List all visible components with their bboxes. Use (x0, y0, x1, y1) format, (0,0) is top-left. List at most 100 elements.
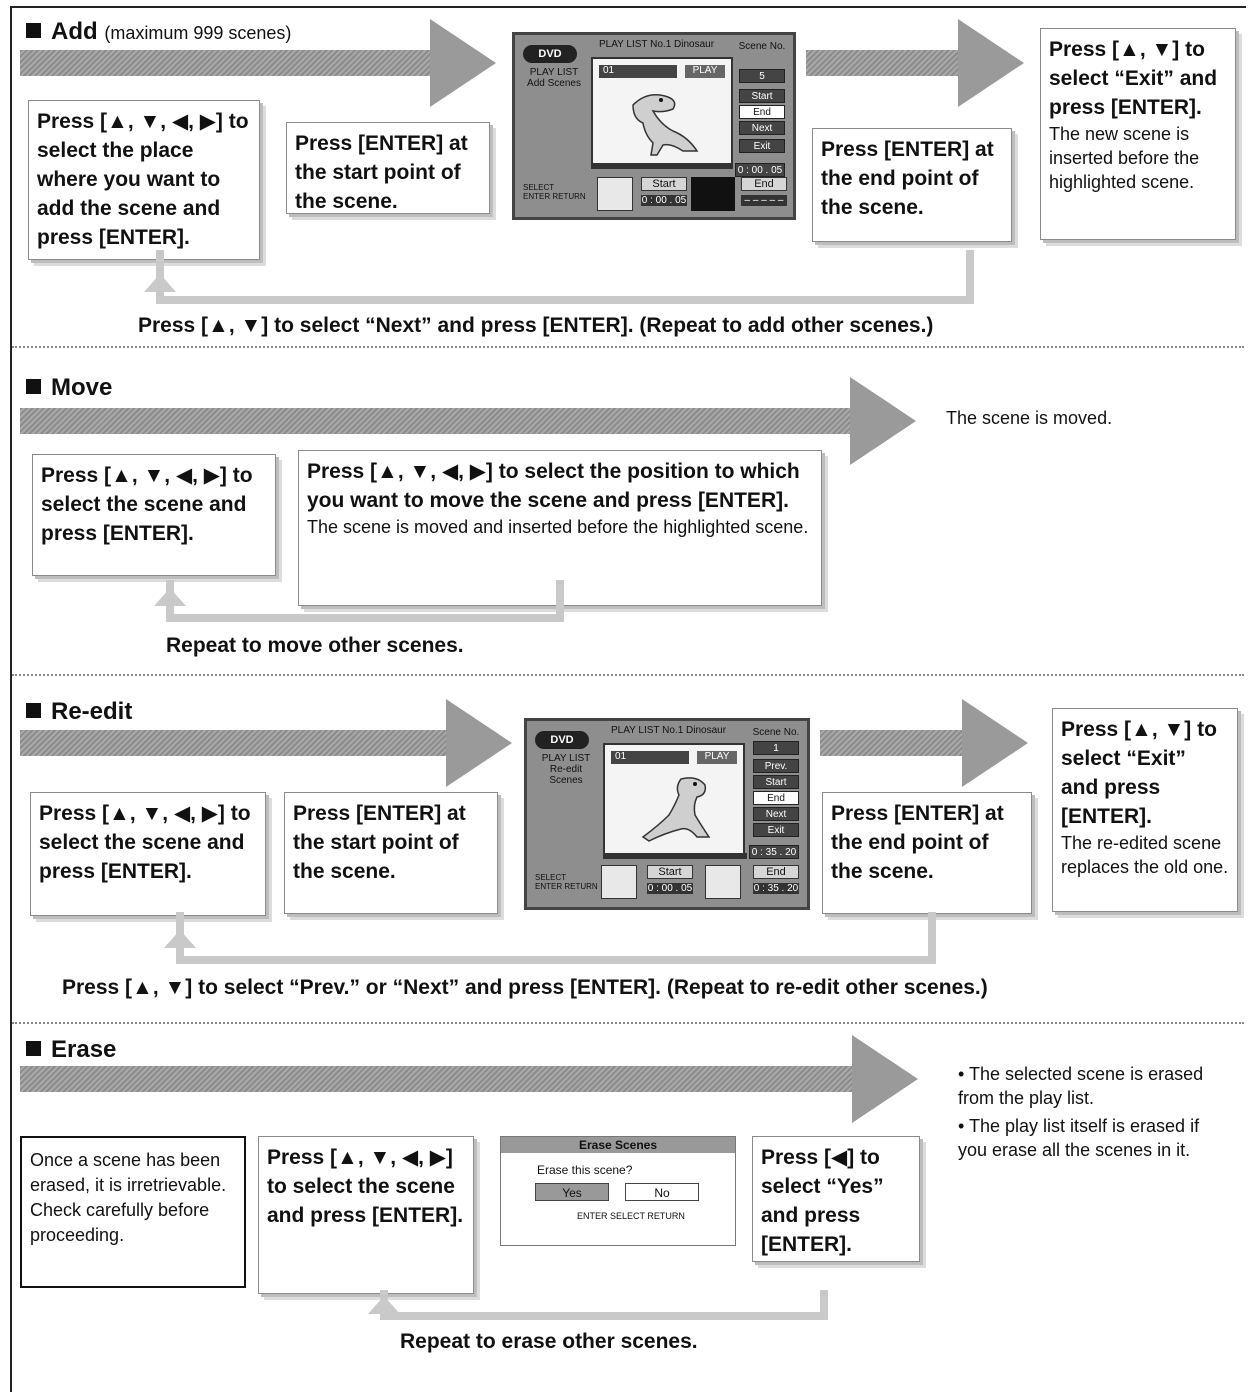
dialog-question: Erase this scene? (537, 1163, 633, 1177)
move-title-text: Move (51, 374, 113, 401)
add-step-select-place: Press [▲, ▼, ◀, ▶] to select the place w… (28, 100, 260, 260)
erase-step-select-scene: Press [▲, ▼, ◀, ▶] to select the scene a… (258, 1136, 474, 1294)
erase-result-2: • The play list itself is erased if you … (958, 1116, 1200, 1160)
start-time: 0 : 00 . 05 (647, 883, 693, 894)
move-result-text: The scene is moved. (946, 408, 1113, 428)
next-button[interactable]: Next (753, 807, 799, 821)
erase-step-select-yes: Press [◀] to select “Yes” and press [ENT… (752, 1136, 920, 1262)
erase-scenes-dialog: Erase Scenes Erase this scene? Yes No EN… (500, 1136, 736, 1246)
square-bullet-icon (26, 23, 41, 38)
erase-result-1: • The selected scene is erased from the … (958, 1064, 1204, 1108)
screen-preview: 01 PLAY (603, 743, 745, 855)
move-section-title: Move (26, 374, 112, 402)
flow-arrow-head-icon (850, 377, 916, 465)
add-step-start-point: Press [ENTER] at the start point of the … (286, 122, 490, 214)
dvd-logo: DVD (523, 45, 577, 63)
play-status: PLAY (685, 65, 725, 78)
start-time: 0 : 00 . 05 (641, 195, 687, 206)
end-button[interactable]: End (739, 105, 785, 119)
flow-band (806, 50, 962, 76)
add-step3-text: Press [ENTER] at the end point of the sc… (821, 138, 994, 219)
erase-title-text: Erase (51, 1036, 117, 1063)
yes-button[interactable]: Yes (535, 1183, 609, 1201)
reedit-step4-note: The re-edited scene replaces the old one… (1061, 833, 1229, 877)
add-section-title: Add (maximum 999 scenes) (26, 18, 291, 46)
end-thumbnail (691, 177, 735, 211)
start-button[interactable]: Start (739, 89, 785, 103)
add-step-exit: Press [▲, ▼] to select “Exit” and press … (1040, 28, 1236, 240)
end-thumbnail (705, 865, 741, 899)
scene-no-value: 5 (739, 69, 785, 83)
reedit-step-start-point: Press [ENTER] at the start point of the … (284, 792, 498, 914)
move-step-select-scene: Press [▲, ▼, ◀, ▶] to select the scene a… (32, 454, 276, 576)
next-button[interactable]: Next (739, 121, 785, 135)
current-time: 0 : 00 . 05 (735, 163, 785, 177)
section-divider (12, 1022, 1244, 1024)
exit-button[interactable]: Exit (753, 823, 799, 837)
up-arrow-icon (144, 274, 176, 292)
start-label: Start (647, 865, 693, 879)
add-step1-text: Press [▲, ▼, ◀, ▶] to select the place w… (37, 110, 249, 249)
move-repeat-caption: Repeat to move other scenes. (166, 634, 464, 657)
square-bullet-icon (26, 703, 41, 718)
end-time: 0 : 35 . 20 (753, 883, 799, 894)
scene-no-value: 1 (753, 741, 799, 755)
scene-number: 01 (611, 751, 689, 764)
start-button[interactable]: Start (753, 775, 799, 789)
current-time: 0 : 35 . 20 (749, 845, 799, 859)
reedit-scenes-screen: PLAY LIST No.1 Dinosaur DVD PLAY LIST Re… (524, 718, 810, 910)
up-arrow-icon (164, 930, 196, 948)
screen-mode-label: PLAY LIST Add Scenes (527, 67, 581, 89)
start-thumbnail (597, 177, 633, 211)
add-step-end-point: Press [ENTER] at the end point of the sc… (812, 128, 1012, 242)
section-divider (12, 674, 1244, 676)
exit-button[interactable]: Exit (739, 139, 785, 153)
end-label: End (753, 865, 799, 879)
end-label: End (741, 177, 787, 191)
reedit-step-exit: Press [▲, ▼] to select “Exit” and press … (1052, 708, 1238, 912)
reedit-section-title: Re-edit (26, 698, 132, 726)
flow-arrow-head-icon (446, 699, 512, 787)
dialog-title: Erase Scenes (501, 1137, 735, 1153)
flow-arrow-head-icon (962, 699, 1028, 787)
scene-no-label: Scene No. (752, 727, 800, 738)
flow-band (20, 1066, 858, 1092)
dinosaur-image (641, 777, 711, 842)
screen-mode-label: PLAY LIST Re-edit Scenes (541, 753, 591, 786)
reedit-step4-text: Press [▲, ▼] to select “Exit” and press … (1061, 718, 1217, 828)
reedit-step-end-point: Press [ENTER] at the end point of the sc… (822, 792, 1032, 914)
reedit-step2-text: Press [ENTER] at the start point of the … (293, 802, 466, 883)
up-arrow-icon (368, 1296, 400, 1314)
screen-header: PLAY LIST No.1 Dinosaur (599, 39, 715, 50)
erase-repeat-caption: Repeat to erase other scenes. (400, 1330, 698, 1353)
screen-preview: 01 PLAY (591, 57, 733, 169)
erase-warning-box: Once a scene has been erased, it is irre… (20, 1136, 246, 1288)
timeline-bar[interactable] (591, 163, 731, 169)
end-button[interactable]: End (753, 791, 799, 805)
move-step2-note: The scene is moved and inserted before t… (307, 517, 809, 537)
erase-step1-text: Press [▲, ▼, ◀, ▶] to select the scene a… (267, 1146, 464, 1227)
square-bullet-icon (26, 1041, 41, 1056)
timeline-bar[interactable] (603, 853, 747, 859)
screen-header: PLAY LIST No.1 Dinosaur (611, 725, 727, 736)
flow-arrow-head-icon (958, 19, 1024, 107)
add-scenes-screen: PLAY LIST No.1 Dinosaur DVD PLAY LIST Ad… (512, 32, 796, 220)
reedit-step1-text: Press [▲, ▼, ◀, ▶] to select the scene a… (39, 802, 251, 883)
dvd-logo: DVD (535, 731, 589, 749)
flow-arrow-head-icon (852, 1035, 918, 1123)
prev-button[interactable]: Prev. (753, 759, 799, 773)
play-status: PLAY (697, 751, 737, 764)
remote-nav-hint: SELECT ENTER RETURN (523, 183, 586, 201)
end-time: – – – – – (741, 195, 787, 206)
scene-number: 01 (599, 65, 677, 78)
start-thumbnail (601, 865, 637, 899)
remote-nav-hint: ENTER SELECT RETURN (577, 1211, 685, 1221)
move-step1-text: Press [▲, ▼, ◀, ▶] to select the scene a… (41, 464, 253, 545)
repeat-loop-line (176, 912, 936, 964)
erase-section-title: Erase (26, 1036, 116, 1064)
section-divider (12, 346, 1244, 348)
erase-step2-text: Press [◀] to select “Yes” and press [ENT… (761, 1146, 884, 1256)
flow-band (20, 50, 444, 76)
no-button[interactable]: No (625, 1183, 699, 1201)
square-bullet-icon (26, 379, 41, 394)
